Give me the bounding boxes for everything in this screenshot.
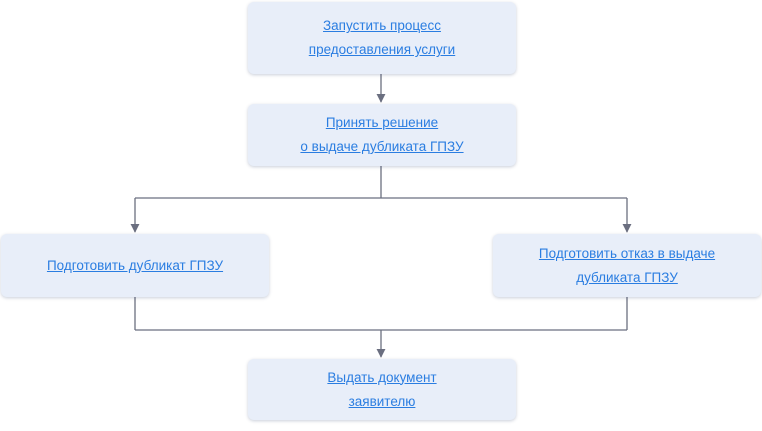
- step-start-process[interactable]: Запустить процесс предоставления услуги: [248, 2, 516, 74]
- step-prepare-refusal[interactable]: Подготовить отказ в выдаче дубликата ГПЗ…: [493, 234, 761, 297]
- step-prepare-duplicate-link[interactable]: Подготовить дубликат ГПЗУ: [47, 254, 223, 278]
- step-make-decision[interactable]: Принять решение о выдаче дубликата ГПЗУ: [248, 104, 516, 166]
- step-start-process-link[interactable]: Запустить процесс предоставления услуги: [309, 14, 455, 62]
- step-make-decision-line-1: Принять решение: [325, 115, 439, 130]
- step-issue-document-link[interactable]: Выдать документ заявителю: [327, 366, 436, 414]
- step-make-decision-line-2: о выдаче дубликата ГПЗУ: [300, 139, 464, 154]
- step-prepare-duplicate[interactable]: Подготовить дубликат ГПЗУ: [1, 234, 269, 297]
- step-start-process-line-1: Запустить процесс: [323, 18, 441, 33]
- step-issue-document[interactable]: Выдать документ заявителю: [248, 359, 516, 420]
- step-start-process-line-2: предоставления услуги: [308, 42, 456, 57]
- step-prepare-refusal-line-2: дубликата ГПЗУ: [576, 269, 678, 285]
- step-prepare-refusal-link[interactable]: Подготовить отказ в выдаче дубликата ГПЗ…: [539, 242, 715, 290]
- step-prepare-refusal-line-1: Подготовить отказ в выдаче: [538, 245, 716, 261]
- step-make-decision-link[interactable]: Принять решение о выдаче дубликата ГПЗУ: [300, 111, 463, 159]
- step-issue-document-line-2: заявителю: [348, 393, 416, 409]
- step-issue-document-line-1: Выдать документ: [327, 369, 437, 385]
- step-prepare-duplicate-line-1: Подготовить дубликат ГПЗУ: [46, 257, 224, 273]
